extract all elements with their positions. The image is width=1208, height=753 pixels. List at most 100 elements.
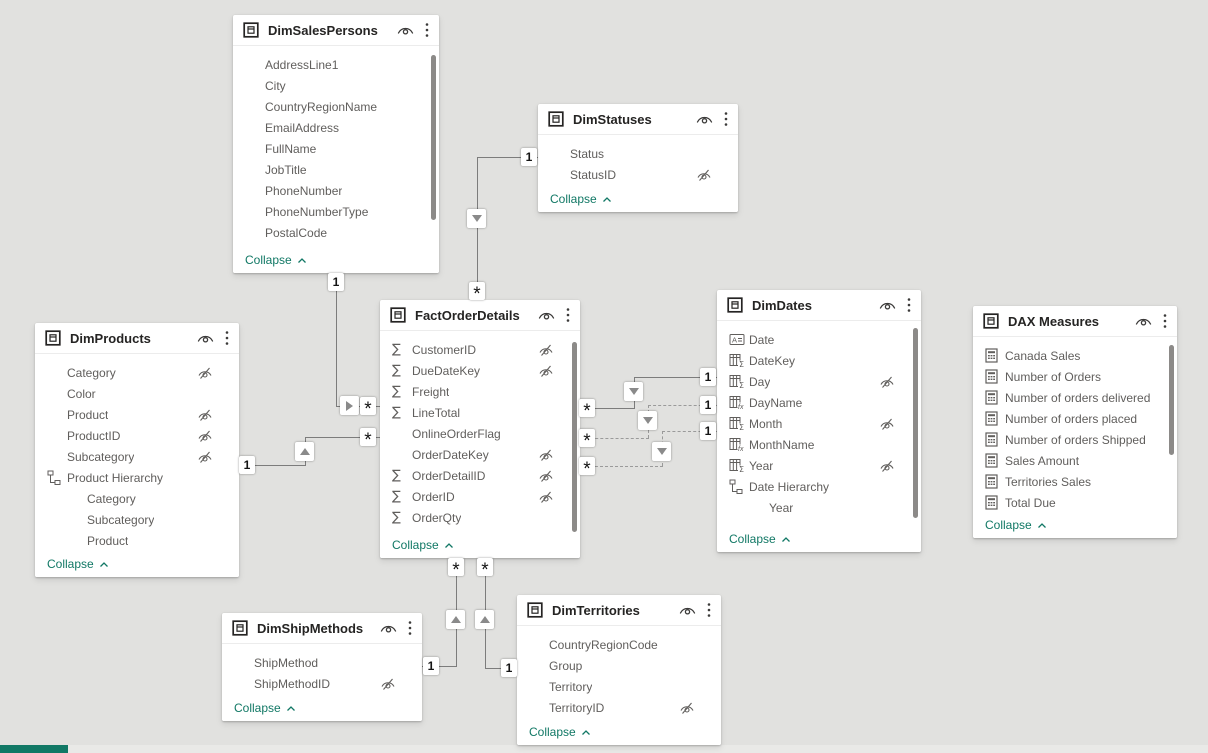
cardinality-label[interactable]: * <box>360 397 376 420</box>
relationship-line-factorderdetails-dimdates[interactable] <box>648 405 717 406</box>
cardinality-label[interactable]: * <box>579 429 595 452</box>
field-row[interactable]: Subcategory <box>35 509 239 530</box>
field-row[interactable]: PhoneNumberType <box>233 201 439 222</box>
field-row[interactable]: ShipMethodID <box>222 673 422 694</box>
more-options-icon[interactable] <box>707 602 711 618</box>
filter-direction-arrow-icon[interactable] <box>638 411 657 430</box>
filter-direction-arrow-icon[interactable] <box>467 209 486 228</box>
table-card-factorderdetails[interactable]: FactOrderDetails∑CustomerID∑DueDateKey∑F… <box>380 300 580 558</box>
hidden-eye-slash-icon[interactable] <box>879 459 895 473</box>
field-row[interactable]: ∑OrderQty <box>380 507 580 528</box>
cardinality-label[interactable]: 1 <box>700 422 716 440</box>
field-row[interactable]: CountryRegionName <box>233 96 439 117</box>
field-row[interactable]: ProductID <box>35 425 239 446</box>
field-row[interactable]: Number of orders delivered <box>973 387 1177 408</box>
relationship-line-factorderdetails-dimdates[interactable] <box>580 466 663 467</box>
filter-direction-arrow-icon[interactable] <box>446 610 465 629</box>
field-row[interactable]: OnlineOrderFlag <box>380 423 580 444</box>
field-row[interactable]: FullName <box>233 138 439 159</box>
cardinality-label[interactable]: * <box>360 428 376 451</box>
cardinality-label[interactable]: 1 <box>501 659 517 677</box>
scrollbar-thumb[interactable] <box>1169 345 1174 455</box>
scrollbar-thumb[interactable] <box>572 342 577 532</box>
field-row[interactable]: Number of orders placed <box>973 408 1177 429</box>
hidden-eye-slash-icon[interactable] <box>538 490 554 504</box>
eye-icon[interactable] <box>397 25 414 36</box>
collapse-button[interactable]: Collapse <box>717 525 921 552</box>
more-options-icon[interactable] <box>425 22 429 38</box>
field-row[interactable]: Color <box>35 383 239 404</box>
cardinality-label[interactable]: 1 <box>328 273 344 291</box>
field-row[interactable]: Group <box>517 655 721 676</box>
hidden-eye-slash-icon[interactable] <box>879 375 895 389</box>
relationship-line-factorderdetails-dimdates[interactable] <box>634 377 717 378</box>
cardinality-label[interactable]: * <box>477 558 493 581</box>
field-row[interactable]: CountryRegionCode <box>517 634 721 655</box>
relationship-line-dimstatuses-factorderdetails[interactable] <box>477 157 538 158</box>
field-row[interactable]: Territory <box>517 676 721 697</box>
field-row[interactable]: PostalCode <box>233 222 439 243</box>
field-row[interactable]: AddressLine1 <box>233 54 439 75</box>
field-row[interactable]: Subcategory <box>35 446 239 467</box>
field-row[interactable]: Product <box>35 530 239 551</box>
hidden-eye-slash-icon[interactable] <box>197 366 213 380</box>
field-row[interactable]: ∑OrderID <box>380 486 580 507</box>
cardinality-label[interactable]: * <box>579 457 595 480</box>
field-row[interactable]: Category <box>35 362 239 383</box>
hidden-eye-slash-icon[interactable] <box>538 343 554 357</box>
field-row[interactable]: EmailAddress <box>233 117 439 138</box>
field-row[interactable]: Canada Sales <box>973 345 1177 366</box>
eye-icon[interactable] <box>696 114 713 125</box>
field-row[interactable]: JobTitle <box>233 159 439 180</box>
relationship-line-factorderdetails-dimdates[interactable] <box>662 431 717 432</box>
hidden-eye-slash-icon[interactable] <box>538 448 554 462</box>
eye-icon[interactable] <box>197 333 214 344</box>
field-row[interactable]: ∑DueDateKey <box>380 360 580 381</box>
collapse-button[interactable]: Collapse <box>380 531 580 558</box>
hidden-eye-slash-icon[interactable] <box>197 408 213 422</box>
more-options-icon[interactable] <box>724 111 728 127</box>
collapse-button[interactable]: Collapse <box>222 694 422 721</box>
hidden-eye-slash-icon[interactable] <box>538 469 554 483</box>
collapse-button[interactable]: Collapse <box>35 550 239 577</box>
cardinality-label[interactable]: * <box>579 399 595 422</box>
cardinality-label[interactable]: * <box>469 282 485 305</box>
relationship-line-factorderdetails-dimdates[interactable] <box>580 408 635 409</box>
scrollbar-thumb[interactable] <box>431 55 436 220</box>
more-options-icon[interactable] <box>225 330 229 346</box>
hidden-eye-slash-icon[interactable] <box>538 364 554 378</box>
relationship-line-dimstatuses-factorderdetails[interactable] <box>477 157 478 300</box>
hidden-eye-slash-icon[interactable] <box>197 429 213 443</box>
cardinality-label[interactable]: 1 <box>700 396 716 414</box>
field-row[interactable]: ∑LineTotal <box>380 402 580 423</box>
hidden-eye-slash-icon[interactable] <box>679 701 695 715</box>
more-options-icon[interactable] <box>1163 313 1167 329</box>
field-row[interactable]: Territories Sales <box>973 471 1177 492</box>
hidden-eye-slash-icon[interactable] <box>696 168 712 182</box>
eye-icon[interactable] <box>679 605 696 616</box>
eye-icon[interactable] <box>538 310 555 321</box>
field-row[interactable]: PhoneNumber <box>233 180 439 201</box>
collapse-button[interactable]: Collapse <box>538 185 738 212</box>
cardinality-label[interactable]: 1 <box>700 368 716 386</box>
field-row[interactable]: Date Hierarchy <box>717 476 921 497</box>
field-row[interactable]: Sales Amount <box>973 450 1177 471</box>
eye-icon[interactable] <box>1135 316 1152 327</box>
field-row[interactable]: StatusID <box>538 164 738 185</box>
filter-direction-arrow-icon[interactable] <box>624 382 643 401</box>
filter-direction-arrow-icon[interactable] <box>652 442 671 461</box>
more-options-icon[interactable] <box>566 307 570 323</box>
field-row[interactable]: Product Hierarchy <box>35 467 239 488</box>
filter-direction-arrow-icon[interactable] <box>340 396 359 415</box>
